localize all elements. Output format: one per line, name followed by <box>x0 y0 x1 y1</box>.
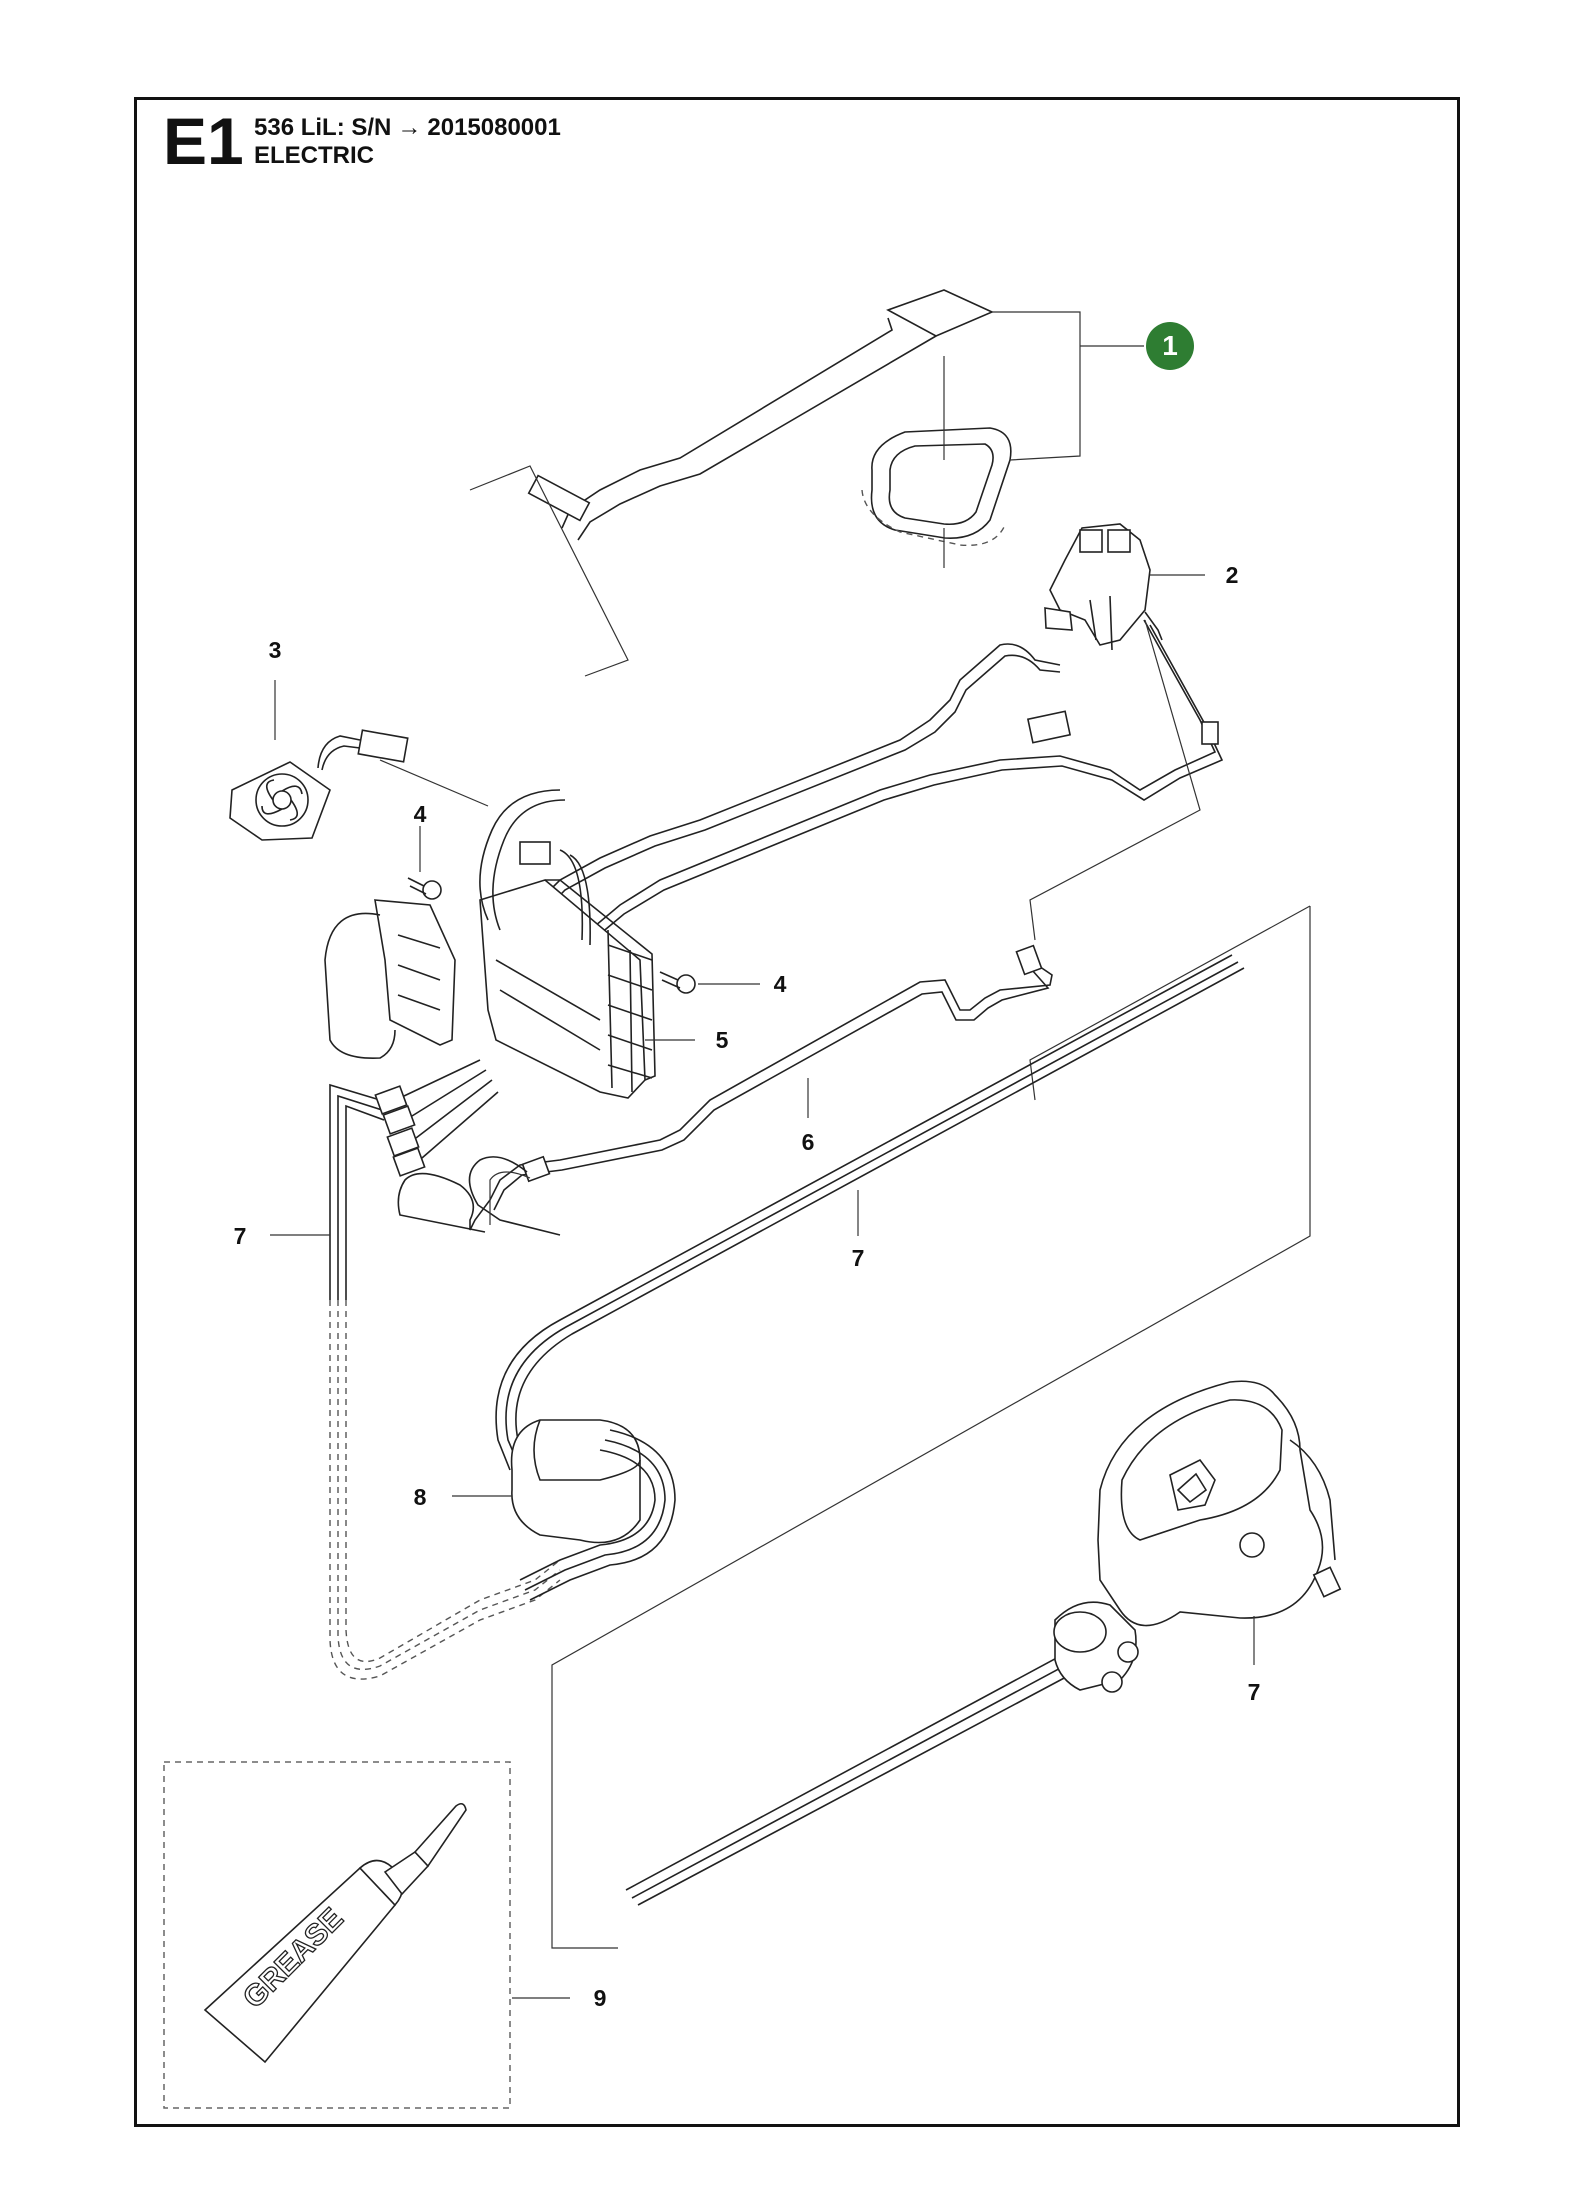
page-frame <box>134 97 1460 2127</box>
grease-box <box>163 1761 511 2109</box>
callout-9: 9 <box>594 1985 607 2011</box>
callout-8: 8 <box>414 1484 427 1510</box>
part-5-control-module[interactable] <box>479 789 656 1099</box>
brand-logo-icon <box>1169 1458 1216 1511</box>
callout-7-left: 7 <box>234 1223 247 1249</box>
model-serial-line: 536 LiL: S/N→2015080001 <box>254 114 561 142</box>
module-connector <box>519 841 551 865</box>
callout-4-lower: 4 <box>774 971 787 997</box>
section-title: ELECTRIC <box>254 142 374 169</box>
terminal-block <box>324 899 456 1059</box>
callout-1: 1 <box>1162 330 1178 361</box>
part-7-cable[interactable] <box>329 905 1311 1949</box>
part-3-fan[interactable] <box>229 729 409 841</box>
part-6-sensor-cable[interactable] <box>397 944 1053 1236</box>
callout-7-middle: 7 <box>852 1245 865 1271</box>
part-4-screw-lower[interactable] <box>659 971 696 994</box>
part-9-grease[interactable] <box>203 1802 467 2064</box>
model-label: 536 LiL: S/N <box>254 114 392 141</box>
switch-terminal <box>1201 721 1219 745</box>
callout-2: 2 <box>1226 562 1239 588</box>
section-code: E1 <box>163 104 244 178</box>
part-8-ferrite-holder[interactable] <box>510 1419 676 1601</box>
serial-arrow-icon: → <box>397 114 422 141</box>
part-2-switch[interactable] <box>1044 523 1163 651</box>
serial-number: 2015080001 <box>427 114 561 141</box>
callout-4-upper: 4 <box>414 801 427 827</box>
switch-connector <box>1026 710 1072 744</box>
callout-3: 3 <box>269 637 282 663</box>
part-7-motor[interactable] <box>1053 1380 1342 1693</box>
part-4-screw-upper[interactable] <box>407 877 442 900</box>
part-1-harness[interactable] <box>527 289 1144 568</box>
callout-5: 5 <box>716 1027 729 1053</box>
callout-1-badge <box>1146 322 1194 370</box>
callout-6: 6 <box>802 1129 815 1155</box>
callout-7-motor: 7 <box>1248 1679 1261 1705</box>
